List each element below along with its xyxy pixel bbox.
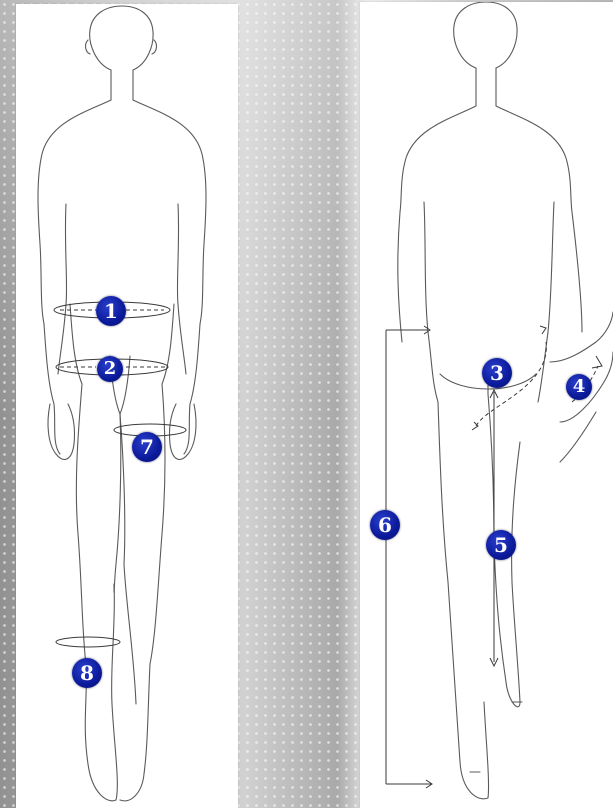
marker-3-seat: 3: [482, 358, 512, 388]
marker-8-label: 8: [80, 663, 94, 683]
marker-7-label: 7: [140, 437, 154, 457]
marker-5-inseam: 5: [486, 530, 516, 560]
marker-8-ankle: 8: [72, 658, 102, 688]
back-view-panel: 3 4 5 6: [360, 2, 613, 808]
marker-5-label: 5: [494, 535, 508, 555]
marker-1-waist: 1: [96, 296, 126, 326]
marker-4-thigh-back: 4: [566, 374, 592, 400]
marker-2-label: 2: [104, 360, 117, 378]
marker-4-label: 4: [573, 378, 586, 396]
marker-6-label: 6: [378, 515, 392, 535]
marker-1-label: 1: [104, 301, 118, 321]
front-body-outline: [16, 4, 238, 808]
marker-3-label: 3: [490, 363, 504, 383]
marker-7-thigh: 7: [132, 432, 162, 462]
back-body-outline: [360, 2, 613, 808]
front-view-panel: 1 2 7 8: [16, 4, 238, 808]
marker-6-outseam: 6: [370, 510, 400, 540]
marker-2-hip: 2: [97, 356, 123, 382]
